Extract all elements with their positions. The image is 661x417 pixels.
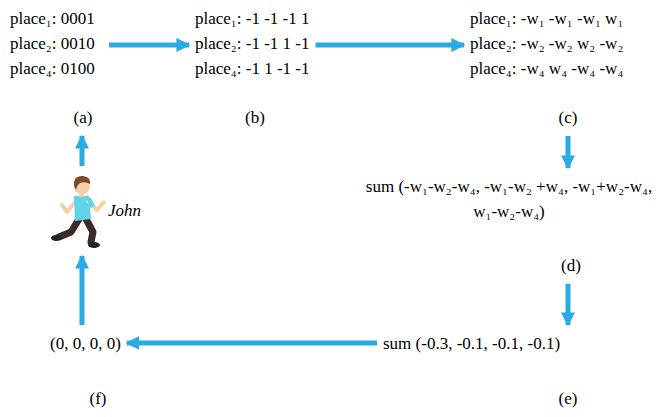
flow-arrow xyxy=(316,43,465,48)
flow-arrow xyxy=(566,284,571,325)
panel-label: (c) xyxy=(548,106,588,130)
text-line: place₂: 0010 xyxy=(10,31,103,56)
flow-arrow xyxy=(80,136,85,166)
runner-illustration xyxy=(51,176,104,248)
panel-label: (d) xyxy=(551,254,591,278)
text-line: place₁: -w₁ -w₁ -w₁ w₁ xyxy=(470,6,623,31)
text-line: (0, 0, 0, 0) xyxy=(50,331,121,356)
panel-label: (f) xyxy=(78,387,118,411)
code-block: place₁: -w₁ -w₁ -w₁ w₁place₂: -w₂ -w₂ w₂… xyxy=(470,6,623,130)
flow-arrow xyxy=(80,256,85,325)
panel-label: (a) xyxy=(63,106,103,130)
code-block: place₁: -1 -1 -1 1place₂: -1 -1 1 -1plac… xyxy=(195,6,310,130)
person-label: John xyxy=(50,172,155,250)
panel-label: (e) xyxy=(548,387,588,411)
sum-expression: sum (-w₁-w₂-w₄, -w₁-w₂ +w₄, -w₁+w₂-w₄, w… xyxy=(360,174,658,278)
text-line: place₂: -1 -1 1 -1 xyxy=(195,31,310,56)
text-line: place₄: -1 1 -1 -1 xyxy=(195,56,310,81)
text-line: sum (-w₁-w₂-w₄, -w₁-w₂ +w₄, -w₁+w₂-w₄, w… xyxy=(360,174,658,224)
panel-label: (b) xyxy=(235,106,275,130)
text-line: place₁: -1 -1 -1 1 xyxy=(195,6,310,31)
text-line: place₂: -w₂ -w₂ w₂ -w₂ xyxy=(470,31,623,56)
code-block: place₁: 0001place₂: 0010place₄: 0100 (a) xyxy=(10,6,103,130)
flow-arrow xyxy=(109,43,189,48)
result-vector: (0, 0, 0, 0) (f) xyxy=(50,331,121,411)
text-line: place₁: 0001 xyxy=(10,6,103,31)
flow-arrow xyxy=(127,341,377,346)
flow-arrow xyxy=(566,136,571,168)
text-line: sum (-0.3, -0.1, -0.1, -0.1) xyxy=(383,331,588,356)
text-line: place₄: -w₄ w₄ -w₄ -w₄ xyxy=(470,56,623,81)
text-line: place₄: 0100 xyxy=(10,56,103,81)
person-name: John xyxy=(108,198,141,223)
sum-result: sum (-0.3, -0.1, -0.1, -0.1) (e) xyxy=(383,331,588,411)
